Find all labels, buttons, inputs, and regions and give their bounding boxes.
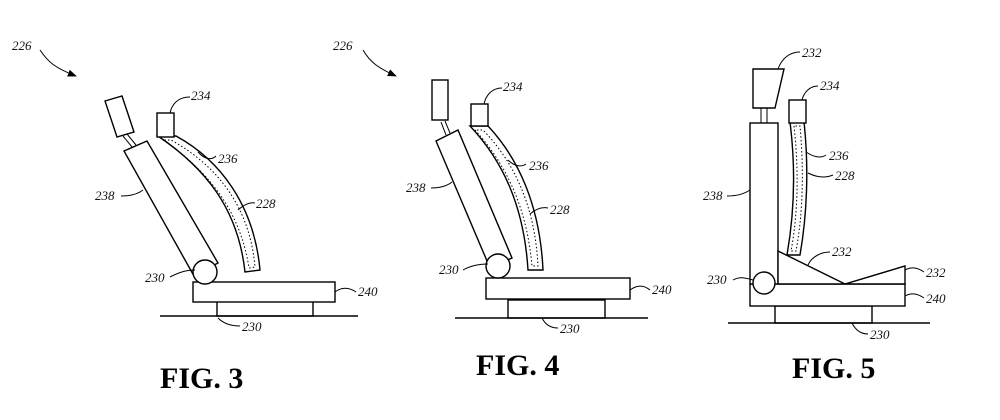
fig3-leader-240 — [335, 288, 356, 292]
fig5-ref-230-pivot: 230 — [707, 272, 727, 287]
figure-5: 232 234 236 228 238 232 230 232 240 230 … — [703, 45, 946, 385]
fig3-pivot-joint — [193, 260, 217, 284]
fig5-leader-236 — [806, 152, 826, 157]
fig3-headrest-post-2 — [127, 134, 136, 145]
fig4-arrow-226 — [363, 50, 396, 76]
fig3-ref-238: 238 — [95, 188, 115, 203]
fig5-airbag-panel — [787, 122, 807, 255]
fig4-leader-240 — [630, 286, 650, 290]
figure-4: 226 234 236 228 238 230 240 230 FIG. 4 — [333, 38, 672, 382]
fig5-leader-232b — [808, 252, 830, 265]
fig5-leader-238 — [727, 190, 750, 196]
fig5-ref-234: 234 — [820, 78, 840, 93]
fig3-leader-228 — [238, 203, 255, 210]
fig4-leader-228 — [530, 208, 548, 214]
fig5-ref-236: 236 — [829, 148, 849, 163]
fig3-leader-230b — [218, 318, 240, 326]
fig5-ref-230-base: 230 — [870, 327, 890, 342]
fig5-headrest — [753, 69, 784, 108]
fig4-headrest-post — [441, 122, 446, 135]
fig5-leader-234 — [802, 86, 818, 100]
fig5-ref-232-headrest: 232 — [802, 45, 822, 60]
fig3-headrest — [105, 96, 134, 137]
fig5-seat-base — [775, 306, 872, 323]
fig5-module-box — [789, 100, 806, 123]
fig5-ref-228: 228 — [835, 168, 855, 183]
fig3-ref-226: 226 — [12, 38, 32, 53]
fig5-ref-238: 238 — [703, 188, 723, 203]
fig3-leader-238 — [121, 190, 143, 196]
fig4-ref-238: 238 — [406, 180, 426, 195]
fig5-ref-232-wedge: 232 — [832, 244, 852, 259]
fig5-leader-232a — [778, 52, 800, 69]
fig4-headrest — [432, 80, 448, 120]
fig4-ref-228: 228 — [550, 202, 570, 217]
fig5-ref-232-side: 232 — [926, 265, 946, 280]
fig4-ref-234: 234 — [503, 79, 523, 94]
fig4-leader-238 — [431, 182, 452, 188]
fig3-ref-236: 236 — [218, 151, 238, 166]
fig4-ref-230-pivot: 230 — [439, 262, 459, 277]
fig3-caption: FIG. 3 — [160, 362, 243, 395]
fig4-headrest-post-2 — [445, 121, 450, 133]
fig5-leader-240 — [905, 294, 924, 298]
fig4-leader-236 — [508, 160, 526, 166]
fig3-ref-240: 240 — [358, 284, 378, 299]
figure-3: 226 234 236 228 238 230 240 230 FIG. 3 — [12, 38, 378, 395]
fig5-leader-232c — [905, 268, 924, 272]
fig3-leader-234 — [170, 97, 190, 113]
fig4-ref-236: 236 — [529, 158, 549, 173]
fig5-leader-230b — [852, 323, 868, 334]
fig4-module-box — [471, 104, 488, 126]
fig3-seat-base — [217, 301, 313, 316]
fig3-headrest-post — [123, 136, 132, 147]
fig5-leader-228 — [808, 173, 833, 177]
fig4-ref-226: 226 — [333, 38, 353, 53]
fig3-seatback — [124, 141, 218, 276]
fig5-caption: FIG. 5 — [792, 352, 875, 385]
fig4-caption: FIG. 4 — [476, 349, 559, 382]
fig5-ref-240: 240 — [926, 291, 946, 306]
fig3-ref-228: 228 — [256, 196, 276, 211]
fig3-seat-cushion — [193, 282, 335, 302]
fig4-leader-230a — [463, 264, 488, 270]
fig4-ref-240: 240 — [652, 282, 672, 297]
fig4-leader-230b — [542, 318, 558, 328]
fig3-ref-230-base: 230 — [242, 319, 262, 334]
fig4-ref-230-base: 230 — [560, 321, 580, 336]
fig3-arrow-226 — [40, 50, 76, 76]
fig5-seatback — [750, 123, 778, 284]
fig4-seat-base — [508, 300, 605, 318]
fig4-seat-cushion — [486, 278, 630, 299]
fig3-ref-234: 234 — [191, 88, 211, 103]
fig3-module-box — [157, 113, 174, 137]
fig4-pivot-joint — [486, 254, 510, 278]
fig3-ref-230-pivot: 230 — [145, 270, 165, 285]
fig5-pivot-joint — [753, 272, 775, 294]
fig4-leader-234 — [484, 88, 502, 104]
